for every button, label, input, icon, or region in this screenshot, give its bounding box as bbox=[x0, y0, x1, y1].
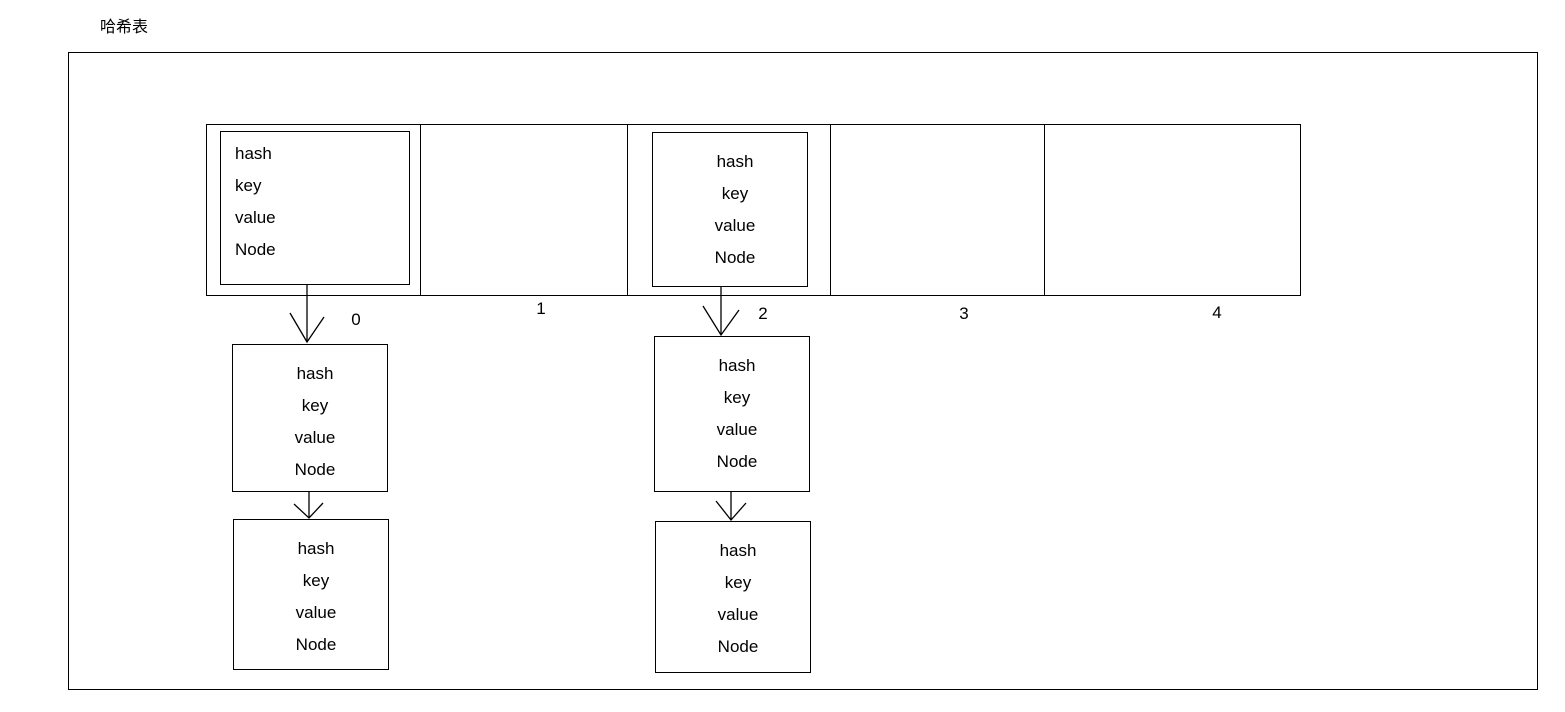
node-field-key: key bbox=[723, 388, 751, 407]
bucket-index-label-3: 3 bbox=[959, 304, 969, 323]
node-field-value: value bbox=[235, 208, 276, 227]
node-field-value: value bbox=[295, 603, 337, 622]
bucket-index-label-4: 4 bbox=[1212, 303, 1222, 322]
chain-0-node-2[interactable]: hash key value Node bbox=[233, 519, 389, 670]
node-field-next: Node bbox=[294, 460, 336, 479]
chain-2-node-2[interactable]: hash key value Node bbox=[655, 521, 811, 673]
bucket-cell-2[interactable] bbox=[627, 125, 830, 295]
bucket-cell-3[interactable] bbox=[830, 125, 1044, 295]
node-field-hash: hash bbox=[235, 144, 272, 163]
node-field-key: key bbox=[302, 571, 330, 590]
bucket-cell-1[interactable] bbox=[420, 125, 627, 295]
bucket-0-head-node[interactable]: hash key value Node bbox=[220, 131, 410, 285]
node-field-key: key bbox=[301, 396, 329, 415]
node-field-value: value bbox=[716, 420, 758, 439]
node-field-key: key bbox=[235, 176, 262, 195]
node-field-value: value bbox=[294, 428, 336, 447]
node-field-key: key bbox=[724, 573, 752, 592]
diagram-outer-frame bbox=[68, 52, 1538, 690]
bucket-index-label-0: 0 bbox=[351, 310, 361, 329]
bucket-2-head-node[interactable]: hash key value Node bbox=[652, 132, 808, 287]
node-field-next: Node bbox=[235, 240, 276, 259]
node-field-hash: hash bbox=[297, 539, 335, 558]
chain-0-node-1[interactable]: hash key value Node bbox=[232, 344, 388, 492]
bucket-index-label-1: 1 bbox=[536, 299, 546, 318]
bucket-cell-4[interactable] bbox=[1044, 125, 1302, 295]
chain-2-node-1[interactable]: hash key value Node bbox=[654, 336, 810, 492]
node-field-hash: hash bbox=[716, 152, 754, 171]
bucket-array bbox=[206, 124, 1301, 296]
node-field-hash: hash bbox=[296, 364, 334, 383]
node-field-hash: hash bbox=[718, 356, 756, 375]
node-field-hash: hash bbox=[719, 541, 757, 560]
node-field-key: key bbox=[721, 184, 749, 203]
node-field-next: Node bbox=[716, 452, 758, 471]
node-field-next: Node bbox=[714, 248, 756, 267]
node-field-value: value bbox=[714, 216, 756, 235]
node-field-value: value bbox=[717, 605, 759, 624]
page-title: 哈希表 bbox=[100, 19, 149, 36]
node-field-next: Node bbox=[295, 635, 337, 654]
node-field-next: Node bbox=[717, 637, 759, 656]
bucket-index-label-2: 2 bbox=[758, 304, 768, 323]
